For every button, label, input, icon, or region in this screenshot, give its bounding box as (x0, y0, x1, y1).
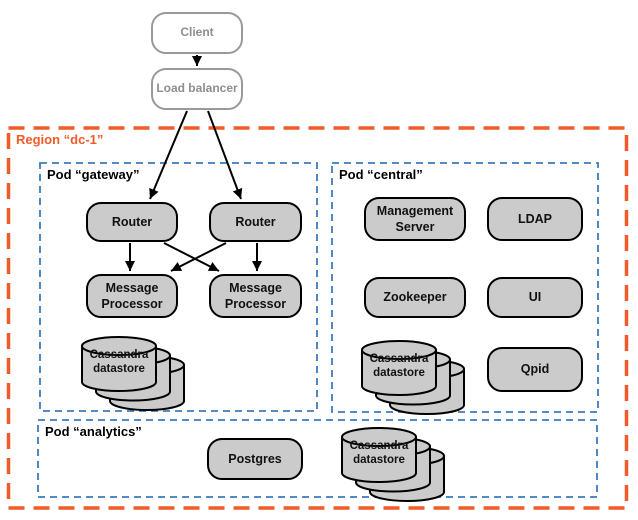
qpid-node: Qpid (487, 347, 583, 392)
pod-analytics-label: Pod “analytics” (45, 424, 142, 439)
router-left-node: Router (86, 202, 178, 242)
router-right-node: Router (209, 202, 302, 242)
cassandra-datastore-gateway-label: Cassandra datastore (89, 349, 149, 376)
pod-central-boundary (331, 162, 599, 413)
cassandra-datastore-central: Cassandra datastore (361, 339, 467, 417)
pod-analytics-boundary (37, 419, 598, 498)
load-balancer-node: Load balancer (151, 68, 243, 110)
client-node: Client (151, 12, 243, 54)
arrow-router-left-to-mp-right (163, 242, 220, 272)
ui-node: UI (487, 277, 583, 318)
database-cylinder-stack-icon (341, 427, 445, 502)
arrow-router-right-to-mp-left (170, 242, 227, 272)
database-cylinder-stack-icon (81, 336, 185, 411)
cassandra-datastore-analytics: Cassandra datastore (341, 426, 447, 504)
message-processor-left-node: Message Processor (86, 274, 178, 318)
pod-central-label: Pod “central” (339, 167, 423, 182)
message-processor-right-node: Message Processor (209, 274, 302, 318)
arrow-loadbalancer-to-router-left (149, 110, 188, 200)
cassandra-datastore-central-label: Cassandra datastore (369, 353, 429, 380)
region-dc1-boundary (6, 126, 629, 510)
database-cylinder-stack-icon (361, 340, 465, 415)
management-server-node: Management Server (364, 197, 466, 241)
pod-gateway-label: Pod “gateway” (47, 167, 140, 182)
cassandra-datastore-gateway: Cassandra datastore (81, 335, 187, 413)
postgres-node: Postgres (207, 438, 303, 480)
ldap-node: LDAP (487, 197, 583, 241)
cassandra-datastore-analytics-label: Cassandra datastore (349, 440, 409, 467)
zookeeper-node: Zookeeper (364, 277, 466, 318)
arrow-loadbalancer-to-router-right (207, 110, 243, 200)
region-dc1-label: Region “dc-1” (16, 132, 104, 147)
pod-gateway-boundary (39, 162, 318, 412)
